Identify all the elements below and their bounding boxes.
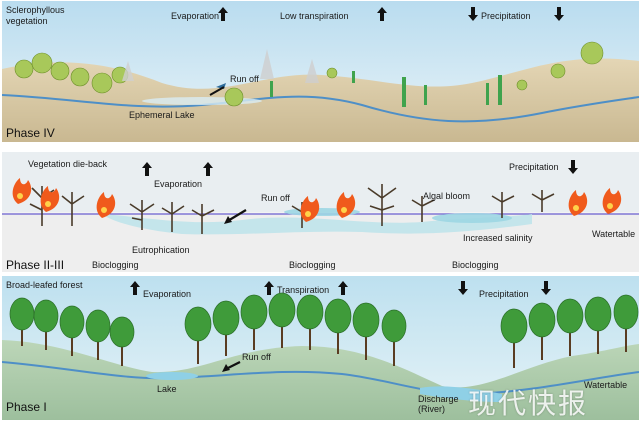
runoff-label: Run off [242, 352, 271, 362]
forest-label: Broad-leafed forest [6, 280, 83, 290]
arrow-up-icon [264, 281, 274, 295]
evaporation-label: Evaporation [171, 11, 220, 21]
precipitation-label: Precipitation [479, 289, 529, 299]
arrow-up-icon [218, 7, 228, 21]
bioclogging-label: Bioclogging [289, 260, 336, 270]
arrow-down-icon [568, 160, 578, 174]
bioclogging-label: Bioclogging [452, 260, 499, 270]
bioclogging-label: Bioclogging [92, 260, 139, 270]
arrow-up-icon [338, 281, 348, 295]
shrub-group [14, 41, 604, 107]
arrow-down-icon [541, 281, 551, 295]
discharge-label: Discharge (River) [418, 394, 459, 414]
precipitation-label: Precipitation [481, 11, 531, 21]
transpiration-label: Low transpiration [280, 11, 349, 21]
watertable-label: Watertable [584, 380, 628, 390]
phase-ii-iii-landscape [2, 152, 639, 272]
phase-ii-iii-panel: Vegetation die-back Evaporation Run off … [2, 152, 639, 272]
lake-label: Lake [157, 384, 177, 394]
arrow-up-icon [142, 162, 152, 176]
salinity-label: Increased salinity [463, 233, 533, 243]
dieback-label: Vegetation die-back [28, 159, 108, 169]
precipitation-label: Precipitation [509, 162, 559, 172]
algal-bloom-label: Algal bloom [423, 191, 471, 201]
evaporation-label: Evaporation [154, 179, 203, 189]
phase-ii-iii-title: Phase II-III [6, 258, 65, 272]
fire-icon-group [12, 178, 622, 222]
phase-i-landscape [2, 276, 639, 420]
arrow-up-icon [377, 7, 387, 21]
phase-i-panel: Broad-leafed forest Evaporation Transpir… [2, 276, 639, 420]
dead-tree-group [29, 184, 555, 234]
arrow-down-icon [468, 7, 478, 21]
tree-icon-group [9, 292, 639, 368]
watertable-label: Watertable [592, 229, 636, 239]
arrow-down-icon [554, 7, 564, 21]
arrow-down-icon [458, 281, 468, 295]
phase-iv-panel: Sclerophyllous vegetation Evaporation Lo… [2, 1, 639, 142]
phase-iv-title: Phase IV [6, 126, 55, 140]
phase-i-title: Phase I [6, 400, 47, 414]
runoff-label: Run off [261, 193, 290, 203]
arrow-up-icon [130, 281, 140, 295]
arrow-up-icon [203, 162, 213, 176]
ephemeral-lake-label: Ephemeral Lake [129, 110, 195, 120]
transpiration-label: Transpiration [277, 285, 330, 295]
eutrophication-label: Eutrophication [132, 245, 190, 255]
watermark: 现代快报 [468, 387, 589, 420]
phase-iv-landscape [2, 1, 639, 142]
runoff-label: Run off [230, 74, 259, 84]
evaporation-label: Evaporation [143, 289, 192, 299]
vegetation-label: Sclerophyllous vegetation [6, 5, 65, 26]
